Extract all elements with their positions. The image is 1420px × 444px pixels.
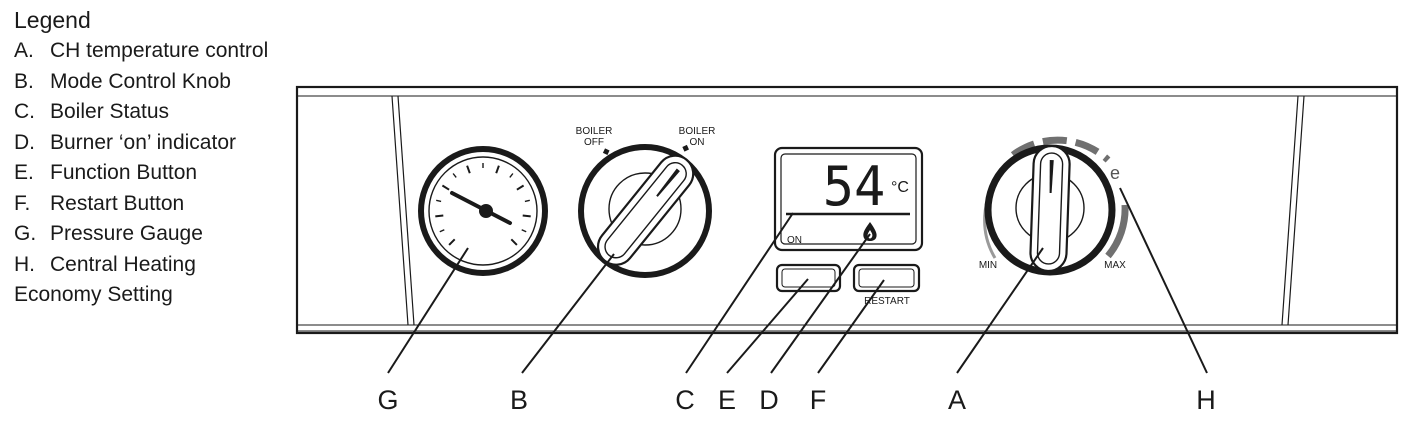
gauge-hub — [479, 204, 493, 218]
gauge-tick — [509, 173, 514, 178]
gauge-tick — [436, 199, 442, 203]
legend-item-b: B.Mode Control Knob — [14, 69, 231, 93]
legend-item-h: H.Central Heating Economy Setting — [14, 252, 196, 307]
leader-c — [685, 212, 794, 374]
leader-d — [770, 233, 871, 374]
boiler-off-label-line-2: OFF — [584, 137, 604, 148]
gauge-tick — [466, 165, 471, 174]
legend-title: Legend — [14, 7, 91, 33]
temp-scale-dashes — [1010, 136, 1111, 163]
temperature-readout: 54 — [823, 155, 886, 218]
leader-b — [521, 253, 615, 374]
callout-e: E — [718, 385, 736, 415]
gauge-tick — [524, 199, 530, 203]
leader-f — [817, 279, 885, 374]
function-button-inner — [781, 268, 836, 288]
gauge-scale — [435, 163, 531, 246]
leader-h — [1119, 187, 1208, 374]
legend-item-c: C.Boiler Status — [14, 100, 170, 123]
restart-button[interactable] — [852, 263, 921, 293]
status-on-text: ON — [787, 235, 802, 246]
gauge-tick — [452, 173, 457, 178]
boiler-on-mark — [682, 144, 689, 152]
display-frame — [773, 146, 924, 252]
panel-seam-right — [1281, 95, 1305, 326]
boiler-off-label-line-1: BOILER — [576, 126, 613, 137]
callout-a: A — [948, 385, 966, 415]
gauge-tick — [521, 229, 527, 233]
boiler-status-display: 54 °C ON — [773, 146, 924, 252]
callout-c: C — [675, 385, 695, 415]
gauge-bezel — [428, 156, 538, 266]
gauge-tick — [435, 214, 444, 218]
gauge-tick — [441, 184, 450, 191]
panel-seam-left — [391, 95, 415, 326]
restart-button-inner — [858, 268, 915, 288]
temp-knob-grip[interactable] — [1029, 144, 1071, 273]
temp-scale-high-arc — [1105, 204, 1129, 259]
display-screen — [780, 153, 917, 245]
pressure-gauge — [418, 146, 548, 276]
function-button[interactable] — [775, 263, 842, 293]
gauge-tick — [439, 229, 445, 233]
boiler-off-mark — [602, 148, 610, 155]
boiler-on-label-line-2: ON — [690, 137, 705, 148]
mode-knob-center — [608, 172, 682, 246]
gauge-tick — [495, 165, 500, 174]
legend-list: A.CH temperature control B.Mode Control … — [14, 36, 268, 311]
callout-f: F — [810, 385, 827, 415]
temperature-unit: °C — [891, 179, 909, 196]
legend-item-g: G.Pressure Gauge — [14, 222, 203, 245]
restart-label: RESTART — [864, 296, 910, 307]
callout-lines — [387, 187, 1208, 374]
leader-g — [387, 247, 469, 374]
burner-flame-icon — [863, 222, 877, 241]
callout-b: B — [510, 385, 528, 415]
callout-g: G — [377, 385, 398, 415]
temp-max-label: MAX — [1104, 260, 1126, 271]
legend: Legend A.CH temperature control B.Mode C… — [14, 6, 268, 311]
mode-knob-grip[interactable] — [591, 148, 701, 272]
legend-item-f: F.Restart Button — [14, 191, 185, 215]
ch-temperature-control[interactable]: MIN MAX e — [979, 136, 1129, 276]
leader-e — [726, 278, 809, 374]
gauge-tick — [516, 184, 525, 191]
mode-control-knob[interactable]: BOILER OFF BOILER ON — [576, 126, 716, 278]
legend-item-a: A.CH temperature control — [14, 39, 269, 62]
callout-d: D — [759, 385, 779, 415]
legend-item-e: E.Function Button — [14, 161, 198, 184]
legend-item-d: D.Burner ‘on’ indicator — [14, 130, 236, 154]
callout-letters: G B C E D F A H — [377, 385, 1215, 415]
leader-a — [956, 247, 1044, 374]
boiler-on-label-line-1: BOILER — [679, 126, 716, 137]
economy-setting-symbol: e — [1110, 163, 1120, 183]
temp-min-label: MIN — [979, 260, 997, 271]
gauge-tick — [510, 238, 518, 246]
callout-h: H — [1196, 385, 1216, 415]
gauge-tick — [522, 214, 531, 218]
gauge-tick — [448, 238, 456, 246]
